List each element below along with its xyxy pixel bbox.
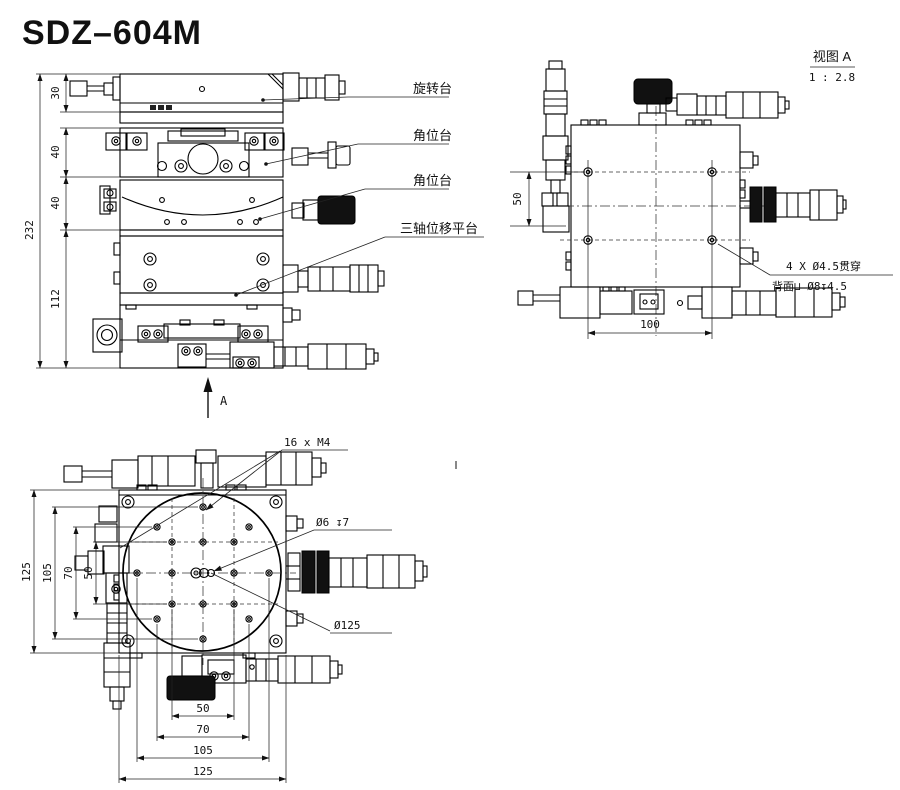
dim-left-125: 125 <box>20 562 33 582</box>
dim-100-va: 100 <box>640 318 660 331</box>
bottom-view-left-micrometer <box>74 505 131 710</box>
bottom-view-top-micrometer <box>63 449 327 489</box>
dim-left-50: 50 <box>82 566 95 579</box>
dim-bottom-50: 50 <box>196 702 209 715</box>
angle-stage-2 <box>99 179 356 231</box>
rotation-stage <box>69 72 346 124</box>
view-a-scale: 1 : 2.8 <box>809 71 855 84</box>
bottom-view: 16 x M4 Ø6 ↧7 Ø125 125 105 70 50 <box>20 436 428 783</box>
view-a-right-micrometer <box>740 186 847 223</box>
view-a-edge-details <box>565 119 759 271</box>
plate-edge-details <box>113 484 304 659</box>
view-a-bottom-micrometer <box>517 286 846 319</box>
bottom-view-bottom-dimensions: 50 70 105 125 <box>118 578 287 783</box>
bottom-view-right-micrometer <box>286 550 428 594</box>
hole-note-line1: 4 X Ø4.5贯穿 <box>786 259 861 273</box>
adjust-knob-black <box>317 195 356 225</box>
bottom-view-callouts: 16 x M4 Ø6 ↧7 Ø125 <box>119 436 392 634</box>
dim-left-70: 70 <box>62 566 75 579</box>
stray-mark <box>455 461 457 469</box>
bottom-plate <box>118 489 287 654</box>
front-view-dimensions: 232 30 40 40 112 <box>23 73 120 369</box>
dim-bottom-70: 70 <box>196 723 209 736</box>
label-angle-stage-1: 角位台 <box>413 128 452 143</box>
page-title: SDZ–604M <box>22 14 202 52</box>
front-view-callouts: 旋转台 角位台 角位台 三轴位移平台 <box>234 81 484 297</box>
dim-232: 232 <box>23 220 36 240</box>
bottom-knob-black <box>166 675 216 701</box>
dim-112: 112 <box>49 289 62 309</box>
label-angle-stage-2: 角位台 <box>413 173 452 188</box>
brand-mark <box>150 105 172 110</box>
dim-40a: 40 <box>49 145 62 158</box>
view-a: 视图 A 1 : 2.8 <box>510 49 893 339</box>
dim-bottom-105: 105 <box>193 744 213 757</box>
dim-50-va: 50 <box>511 192 524 205</box>
three-axis-stage <box>92 229 385 370</box>
angle-stage-1 <box>105 127 351 178</box>
center-hole <box>190 567 216 579</box>
dim-left-105: 105 <box>41 563 54 583</box>
dim-30: 30 <box>49 86 62 99</box>
label-triaxis-stage: 三轴位移平台 <box>400 221 478 236</box>
label-circle-dia: Ø125 <box>334 619 361 632</box>
view-a-left-micrometer <box>541 60 570 233</box>
section-arrow-label: A <box>220 394 228 408</box>
dim-bottom-125: 125 <box>193 765 213 778</box>
view-a-dimensions: 50 100 <box>510 171 713 336</box>
view-a-hole-note: 4 X Ø4.5贯穿 背面⊔ Ø8↧4.5 <box>717 243 893 293</box>
label-rotation-stage: 旋转台 <box>413 81 452 96</box>
rotary-table-circle <box>122 492 282 652</box>
hole-note-line2: 背面⊔ Ø8↧4.5 <box>772 279 847 293</box>
label-center-hole: Ø6 ↧7 <box>316 516 349 529</box>
bottom-view-bottom-micrometer <box>166 654 343 701</box>
dim-40b: 40 <box>49 196 62 209</box>
view-a-title: 视图 A <box>813 49 852 64</box>
label-16xm4: 16 x M4 <box>284 436 331 449</box>
front-view: 232 30 40 40 112 旋转台 角位台 角位台 三轴位移平台 <box>23 72 484 418</box>
view-a-header: 视图 A 1 : 2.8 <box>809 49 855 84</box>
view-a-top-micrometer <box>633 78 790 126</box>
section-arrow: A <box>203 377 228 418</box>
bottom-view-left-dimensions: 125 105 70 50 <box>20 489 198 654</box>
